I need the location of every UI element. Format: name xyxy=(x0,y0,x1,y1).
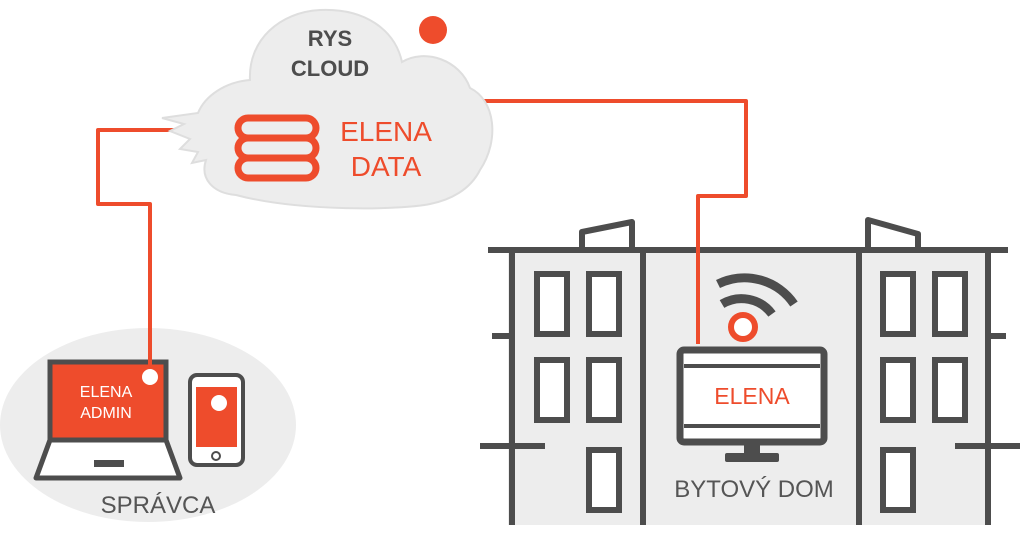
building-caption: BYTOVÝ DOM xyxy=(674,476,834,503)
roof-parapet-right xyxy=(865,217,921,250)
admin-caption: SPRÁVCA xyxy=(101,492,216,519)
window xyxy=(932,271,968,337)
window xyxy=(880,447,916,513)
wifi-dot xyxy=(728,312,758,342)
monitor-neck xyxy=(744,442,760,455)
phone-dot xyxy=(211,395,227,411)
monitor-label: ELENA xyxy=(714,383,790,409)
database-icon xyxy=(234,114,320,182)
line-cloud-to-admin xyxy=(96,128,178,367)
phone-home-button xyxy=(211,451,221,461)
window xyxy=(586,447,622,513)
laptop-label-line2: ADMIN xyxy=(80,405,132,422)
roof-parapet-left xyxy=(579,219,635,250)
laptop-connector-dot xyxy=(138,365,162,389)
window xyxy=(880,357,916,423)
laptop-touchpad xyxy=(94,460,124,467)
window xyxy=(880,271,916,337)
laptop-icon xyxy=(33,359,183,481)
monitor-icon xyxy=(676,346,828,462)
windows-left xyxy=(534,271,622,513)
cloud-data-line1: ELENA xyxy=(340,116,432,147)
caption-backdrop xyxy=(668,472,840,502)
cloud-status-dot xyxy=(419,16,447,44)
cloud-title-line1: RYS xyxy=(308,26,352,51)
connection-lines xyxy=(96,99,748,367)
laptop-base xyxy=(33,437,183,481)
windows-right xyxy=(880,271,968,513)
monitor-base xyxy=(725,453,779,462)
cloud-title-line2: CLOUD xyxy=(291,56,369,81)
apartment-building: ELENA BYTOVÝ DOM xyxy=(480,217,1020,525)
admin-group: ELENA ADMIN SPRÁVCA xyxy=(0,328,296,522)
wifi-icon xyxy=(716,273,798,317)
cloud-data-line2: DATA xyxy=(351,151,422,182)
line-cloud-to-building xyxy=(476,99,748,344)
window xyxy=(534,271,570,337)
rys-cloud: RYS CLOUD ELENA DATA xyxy=(161,8,494,210)
smartphone-icon xyxy=(188,373,245,467)
window xyxy=(586,271,622,337)
monitor-screen xyxy=(688,370,816,422)
window xyxy=(534,357,570,423)
laptop-label-line1: ELENA xyxy=(80,384,133,401)
window xyxy=(586,357,622,423)
window xyxy=(932,357,968,423)
